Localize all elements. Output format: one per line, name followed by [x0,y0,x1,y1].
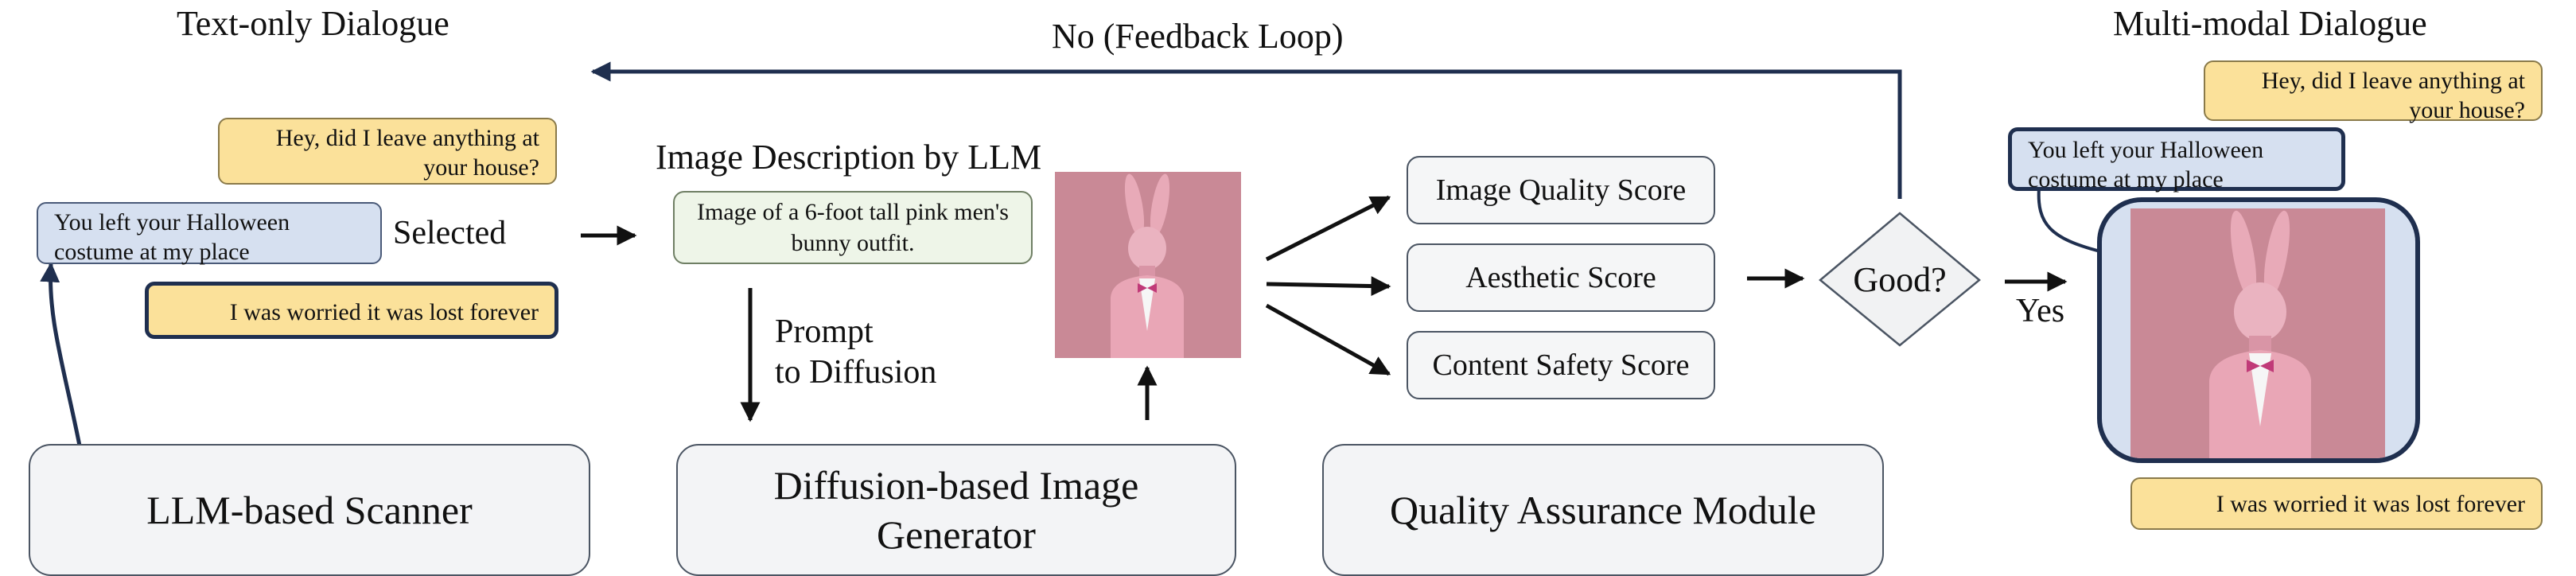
dialogue-message-2: You left your Halloween costume at my pl… [37,202,382,265]
mm-dialogue-message-3: I was worried it was lost forever [2130,477,2543,530]
feedback-loop-arrow [590,61,1902,199]
image-to-safety-arrow [1265,303,1391,376]
prompt-label-line-2: to Diffusion [775,354,937,391]
image-to-aesthetic-arrow [1266,276,1391,297]
dialogue-message-1: Hey, did I leave anything at your house? [218,118,557,185]
qa-module-label: Quality Assurance Module [1389,487,1816,532]
text-only-dialogue-heading: Text-only Dialogue [177,4,449,43]
aesthetic-score-box: Aesthetic Score [1407,243,1715,312]
scanner-to-dialogue-arrow [40,262,82,446]
image-quality-score-box: Image Quality Score [1407,156,1715,224]
llm-based-scanner-module: LLM-based Scanner [29,444,590,576]
image-description-heading: Image Description by LLM [656,138,1042,177]
feedback-loop-label: No (Feedback Loop) [1052,17,1344,56]
quality-assurance-module: Quality Assurance Module [1322,444,1884,576]
prompt-to-diffusion-label: Prompt to Diffusion [775,312,936,393]
multi-modal-dialogue-heading: Multi-modal Dialogue [2113,4,2427,43]
mm-image-bubble [2097,197,2420,463]
content-safety-score-box: Content Safety Score [1407,331,1715,399]
image-description-box: Image of a 6-foot tall pink men's bunny … [673,191,1033,264]
bunny-costume-image [1055,172,1241,358]
bubble-tail [2037,187,2101,253]
bunny-costume-image [2130,208,2385,458]
image-to-quality-arrow [1265,195,1391,262]
yes-label: Yes [2016,293,2065,329]
scanner-module-label: LLM-based Scanner [146,487,473,532]
generator-module-label-line-1: Diffusion-based Image [773,462,1139,508]
dialogue-message-3: I was worried it was lost forever [145,282,558,339]
diffusion-image-generator-module: Diffusion-based Image Generator [676,444,1236,576]
mm-dialogue-message-1: Hey, did I leave anything at your house? [2204,60,2543,123]
mm-dialogue-message-2: You left your Halloween costume at my pl… [2008,127,2345,193]
good-decision-diamond [1819,212,1981,347]
generator-module-label-line-2: Generator [877,512,1036,557]
prompt-label-line-1: Prompt [775,313,874,350]
selected-label: Selected [393,215,507,251]
generated-image [1055,172,1241,358]
good-question-label: Good? [1853,260,1947,299]
